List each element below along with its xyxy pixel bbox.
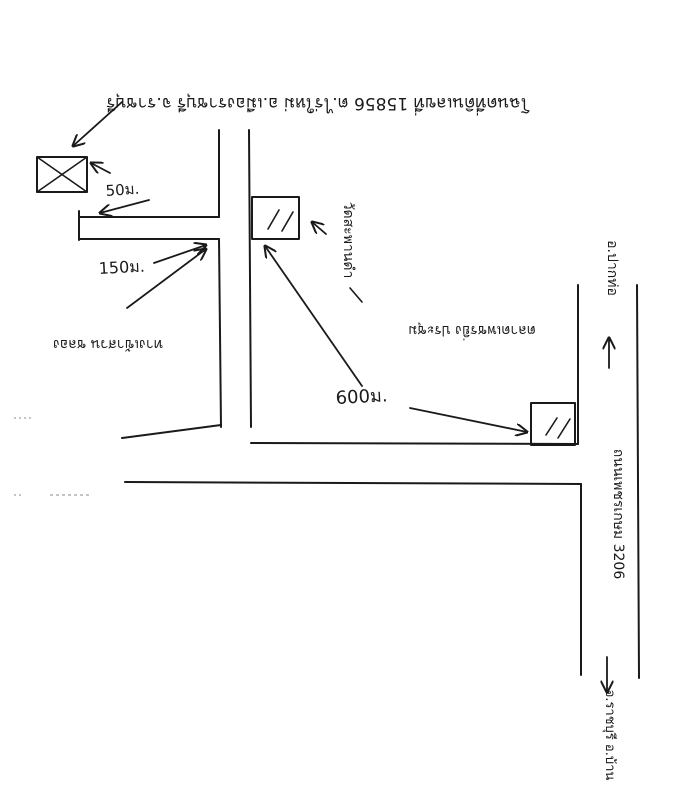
direction-bottom-label: จ.ราชบุรี อ.บ้าน [602,690,618,781]
map-title: โฉนดที่ดินเลขที่ 15856 ต.ไร่ใหม่ อ.เมือง… [106,93,530,116]
pointer-arrows [73,101,609,692]
land-plot-icon [36,156,88,193]
edge-marks [14,417,92,496]
distance-label-600m: 600ม. [335,385,388,409]
market-label: ตลาดเพชรยิ่ง ประชุม [408,322,536,340]
distance-label-50m: 50ม. [105,180,140,200]
temple-building-icon [251,196,300,240]
market-building-icon [530,402,576,446]
distance-label-150m: 150ม. [98,257,145,278]
roads [78,129,640,679]
direction-top-label: อ.ปากท่อ [604,240,620,296]
access-road-label: ทางเข้าสวน ชลอง [53,336,163,352]
highway-label: ถนนเพชรเกษม 3206 [610,449,626,580]
temple-side-label: วัดสะพานดำ [340,202,356,279]
